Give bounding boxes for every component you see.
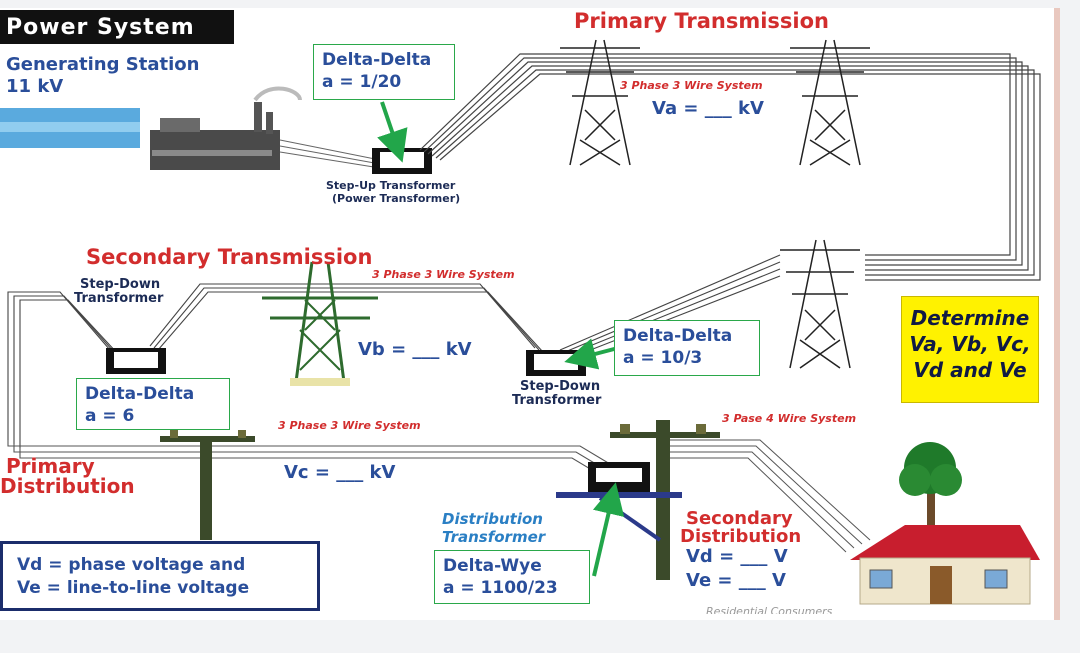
arrow-to-distribution-transformer	[592, 482, 625, 577]
distribution-transformer-caption-1: Distribution	[442, 510, 543, 528]
step-down-left-caption-2: Transformer	[74, 291, 164, 306]
step-down-left-box-line2: a = 6	[85, 406, 135, 427]
question-line2: Va, Vb, Vc,	[909, 332, 1031, 356]
distribution-transformer-icon	[588, 462, 650, 492]
arrow-to-step-down-right	[564, 338, 619, 370]
step-up-ratio-box: Delta-Delta a = 1/20	[313, 44, 455, 100]
secondary-distribution-label-1: Secondary	[686, 508, 793, 529]
secondary-distribution-system: 3 Pase 4 Wire System	[722, 412, 857, 425]
va-blank: Va = ___ kV	[652, 98, 764, 119]
generating-station-label: Generating Station	[6, 54, 200, 75]
distribution-transformer-caption-2: Transformer	[442, 528, 546, 546]
plant-to-stepup-lines	[279, 139, 381, 169]
diagram-frame	[0, 8, 1060, 620]
primary-transmission-system: 3 Phase 3 Wire System	[620, 79, 763, 92]
distribution-transformer-box-line1: Delta-Wye	[443, 556, 542, 576]
annotation-arrows	[377, 101, 625, 577]
step-down-left-caption-1: Step-Down	[80, 277, 161, 292]
generating-station-icon	[0, 86, 302, 170]
step-down-right-transformer-icon	[526, 350, 586, 376]
generating-station-voltage: 11 kV	[6, 76, 64, 97]
transmission-tower-1	[560, 39, 640, 166]
definitions-line1: Vd = phase voltage and	[17, 555, 246, 575]
vd-blank: Vd = ___ V	[686, 546, 788, 567]
step-up-caption-1: Step-Up Transformer	[326, 179, 456, 192]
distribution-pole-left	[160, 430, 255, 540]
distribution-transformer-ratio-box: Delta-Wye a = 1100/23	[434, 550, 590, 604]
step-down-right-box-line1: Delta-Delta	[623, 326, 733, 346]
secondary-transmission-lines	[7, 283, 544, 448]
primary-distribution-system: 3 Phase 3 Wire System	[278, 419, 421, 432]
residential-consumers-label: Residential Consumers	[706, 606, 833, 614]
step-down-right-ratio-box: Delta-Delta a = 10/3	[614, 320, 760, 376]
transmission-tower-3	[780, 239, 860, 369]
primary-transmission-title: Primary Transmission	[574, 9, 830, 33]
secondary-distribution-lines	[670, 439, 871, 553]
step-down-right-box-line2: a = 10/3	[623, 348, 703, 369]
arrow-to-step-up	[377, 101, 408, 163]
definitions-box: Vd = phase voltage and Ve = line-to-line…	[0, 541, 320, 611]
step-up-box-line2: a = 1/20	[322, 72, 402, 93]
step-down-left-box-line1: Delta-Delta	[85, 384, 195, 404]
step-down-left-transformer-icon	[106, 348, 166, 374]
secondary-transmission-system: 3 Phase 3 Wire System	[372, 268, 515, 281]
question-line3: Vd and Ve	[913, 358, 1027, 382]
step-up-transformer-icon	[372, 148, 432, 174]
ve-blank: Ve = ___ V	[686, 570, 786, 591]
transmission-tower-2	[790, 39, 870, 166]
step-down-left-ratio-box: Delta-Delta a = 6	[76, 378, 230, 430]
primary-transmission-lines	[419, 53, 1041, 281]
vc-blank: Vc = ___ kV	[284, 462, 396, 483]
step-down-right-caption-2: Transformer	[512, 393, 602, 408]
house-icon	[850, 525, 1040, 605]
primary-distribution-label-1: Primary	[6, 454, 95, 478]
banner-title: Power System	[0, 10, 234, 44]
step-up-box-line1: Delta-Delta	[322, 50, 432, 70]
question-line1: Determine	[910, 306, 1030, 330]
question-box: Determine Va, Vb, Vc, Vd and Ve	[901, 296, 1039, 403]
secondary-transmission-tower	[262, 261, 378, 386]
vb-blank: Vb = ___ kV	[358, 339, 472, 360]
distribution-transformer-box-line2: a = 1100/23	[443, 578, 558, 599]
definitions-line2: Ve = line-to-line voltage	[17, 577, 250, 598]
secondary-distribution-label-2: Distribution	[680, 526, 802, 547]
tree-icon	[899, 442, 962, 525]
secondary-transmission-title: Secondary Transmission	[86, 245, 373, 269]
tower-to-stepdown-lines	[559, 254, 781, 357]
primary-distribution-label-2: Distribution	[0, 474, 135, 498]
step-up-caption-2: (Power Transformer)	[332, 192, 461, 205]
step-down-right-caption-1: Step-Down	[520, 379, 601, 394]
